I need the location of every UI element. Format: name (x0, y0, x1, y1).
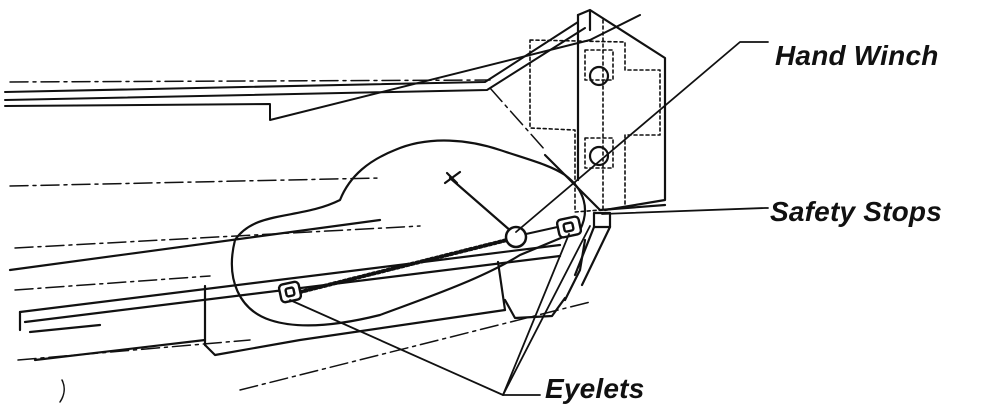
dash-dot-lines (9, 79, 591, 391)
safety-stops-leader (601, 207, 769, 215)
eyelets-label: Eyelets (545, 373, 645, 404)
end-post (576, 8, 667, 212)
winch-drum (504, 225, 528, 249)
chassis-outline (8, 153, 667, 362)
chain (298, 238, 509, 294)
hand-winch-label: Hand Winch (775, 40, 939, 71)
safety-stops (573, 211, 612, 287)
leader-lines (289, 41, 769, 396)
winch-handle (443, 170, 514, 234)
bottom-left-stroke (59, 379, 65, 403)
mounting-bolts (588, 65, 610, 167)
eyelet-right (555, 215, 583, 239)
chain-to-eyelet (525, 225, 563, 235)
cutaway-outline (230, 139, 587, 327)
eyelets-leader-left (289, 299, 541, 396)
eyelets-leader-right (502, 233, 570, 396)
mounting-plate (529, 19, 661, 213)
hand-winch-leader (515, 41, 769, 233)
upper-plate (4, 14, 641, 121)
safety-stops-label: Safety Stops (770, 196, 942, 227)
eyelets-leader-stop (502, 225, 591, 396)
